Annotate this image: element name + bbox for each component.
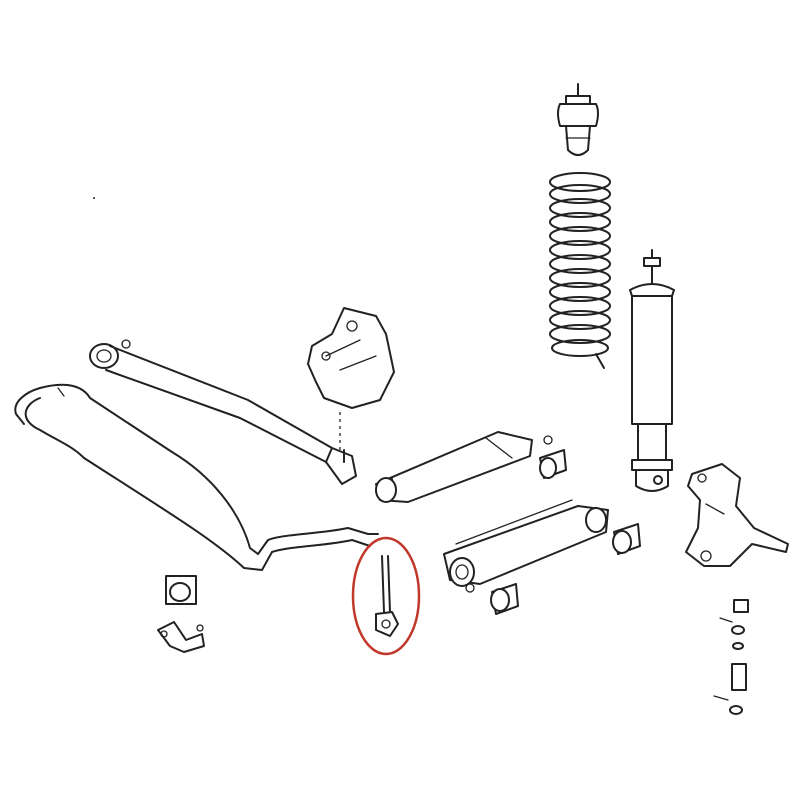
coil-spring [549,172,611,369]
lower-arm-bushing-front [490,583,519,615]
steering-knuckle [685,463,789,567]
frame-bracket [307,307,395,450]
bump-stop [557,83,599,156]
sway-bar [14,383,379,571]
upper-arm-bushing [539,449,567,479]
speck [93,197,95,199]
radius-arm [89,339,357,485]
upper-control-arm [375,431,553,503]
lower-arm-bushing-rear [612,523,641,555]
ball-joint-hardware [713,599,749,715]
sway-bar-bushing [165,575,197,605]
sway-bar-bracket [157,621,205,653]
sway-bar-end-link [375,555,399,637]
lower-control-arm [443,499,609,593]
highlight-ring [351,536,421,656]
shock-absorber [629,249,675,492]
